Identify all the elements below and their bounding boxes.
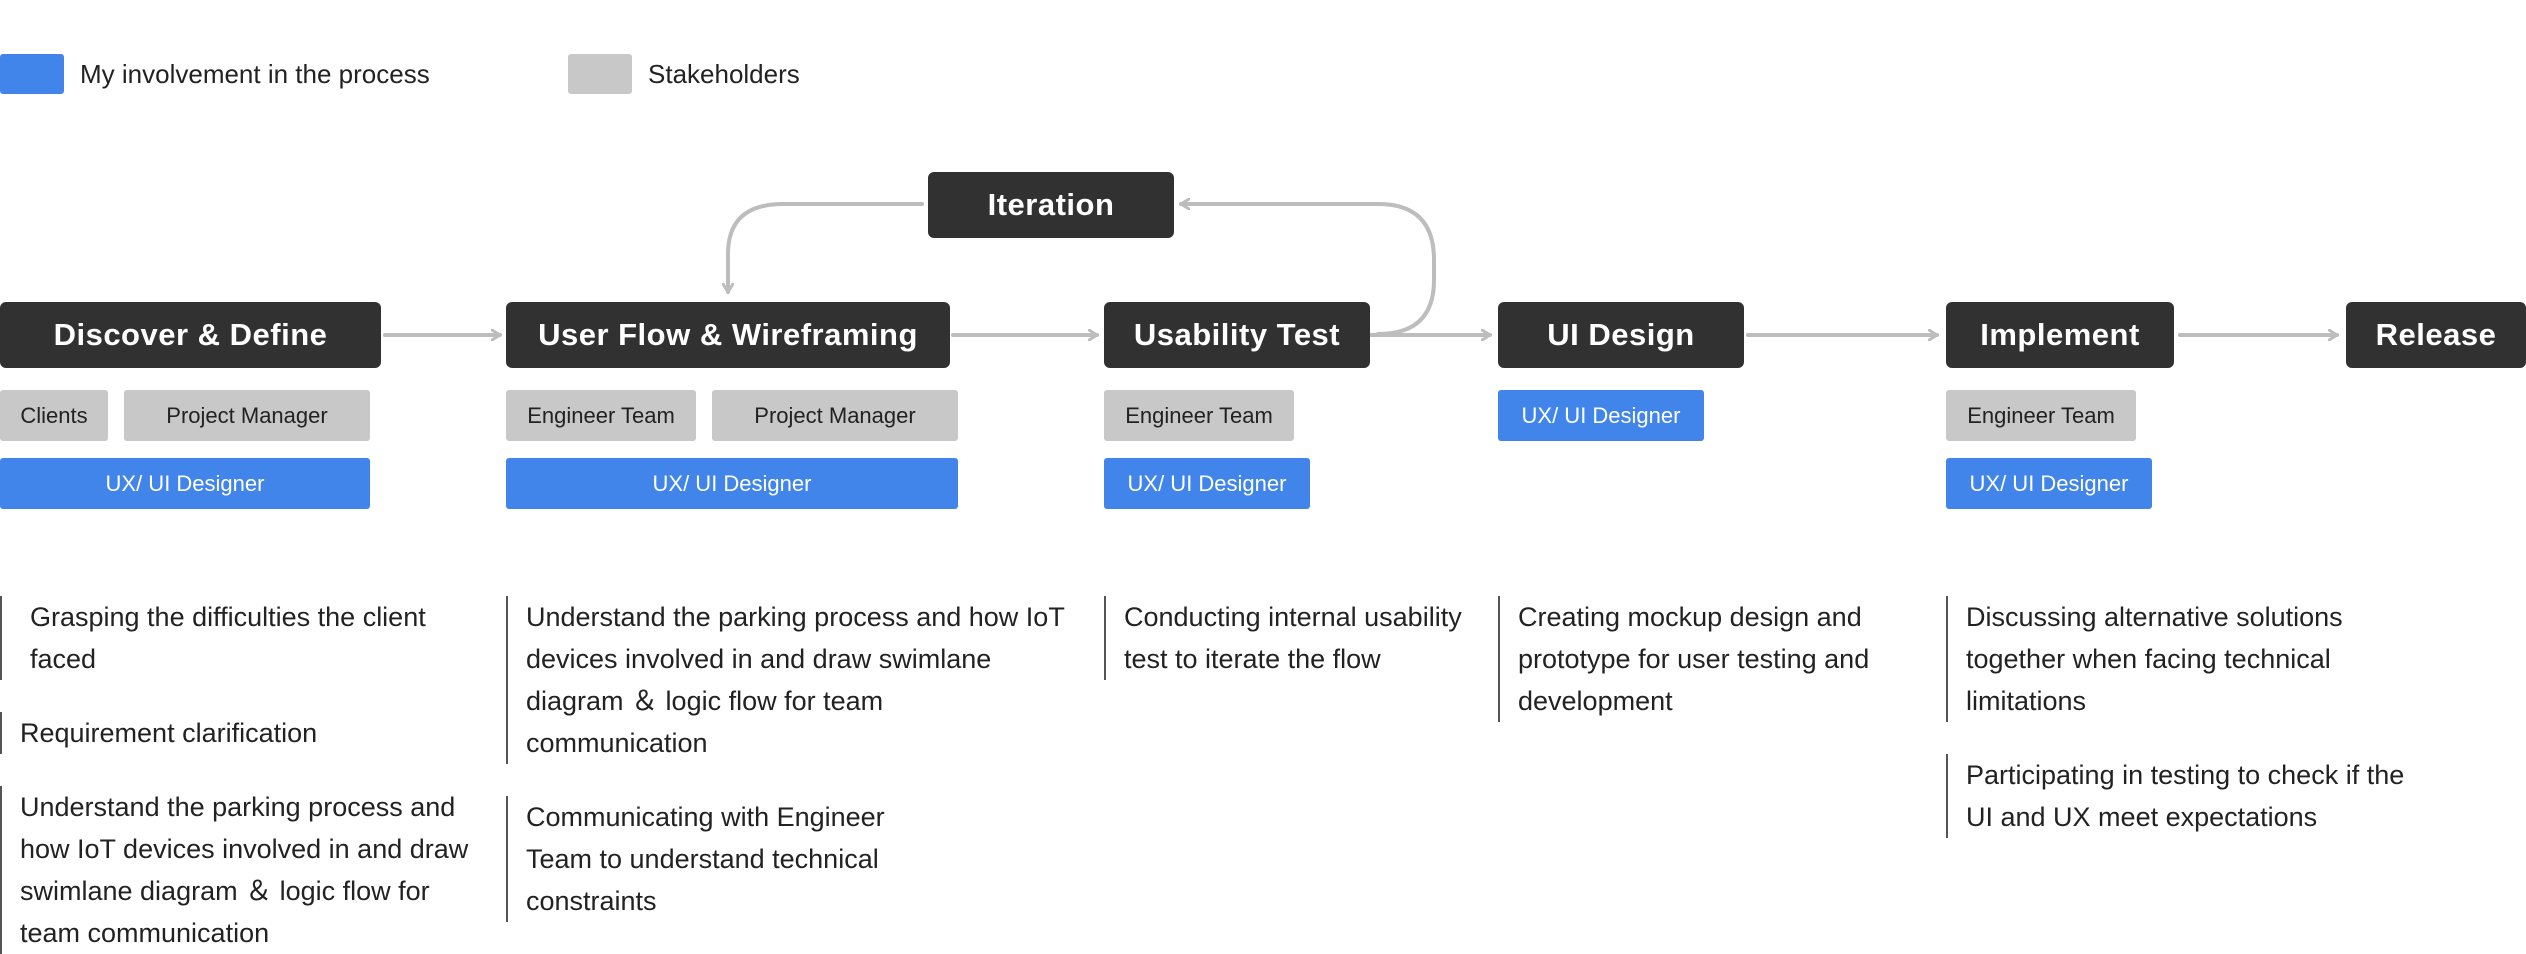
tag-involvement: UX/ UI Designer bbox=[1498, 390, 1704, 441]
stage-note: Communicating with Engineer Team to unde… bbox=[506, 796, 946, 922]
tag-involvement: UX/ UI Designer bbox=[1104, 458, 1310, 509]
stage-note: Understand the parking process and how I… bbox=[0, 786, 470, 954]
tag-stakeholder: Project Manager bbox=[712, 390, 958, 441]
stage-user-flow-wireframing: User Flow & Wireframing bbox=[506, 302, 950, 368]
stage-note: Understand the parking process and how I… bbox=[506, 596, 1066, 764]
arrow-iteration-to-userflow bbox=[728, 202, 924, 294]
stage-release: Release bbox=[2346, 302, 2526, 368]
tag-stakeholder: Clients bbox=[0, 390, 108, 441]
arrow-usability-to-iteration bbox=[1179, 204, 1436, 336]
legend-label-stakeholders: Stakeholders bbox=[648, 59, 800, 89]
tag-involvement: UX/ UI Designer bbox=[0, 458, 370, 509]
stage-note: Grasping the difficulties the client fac… bbox=[0, 596, 470, 680]
stage-ui-design: UI Design bbox=[1498, 302, 1744, 368]
iteration-box: Iteration bbox=[928, 172, 1174, 238]
tag-involvement: UX/ UI Designer bbox=[506, 458, 958, 509]
stage-implement: Implement bbox=[1946, 302, 2174, 368]
stage-usability-test: Usability Test bbox=[1104, 302, 1370, 368]
legend-swatch-stakeholders bbox=[568, 54, 632, 94]
tag-involvement: UX/ UI Designer bbox=[1946, 458, 2152, 509]
stage-discover-define: Discover & Define bbox=[0, 302, 381, 368]
stage-note: Participating in testing to check if the… bbox=[1946, 754, 2416, 838]
tag-stakeholder: Project Manager bbox=[124, 390, 370, 441]
tag-stakeholder: Engineer Team bbox=[506, 390, 696, 441]
tag-stakeholder: Engineer Team bbox=[1946, 390, 2136, 441]
stage-note: Creating mockup design and prototype for… bbox=[1498, 596, 1918, 722]
legend-label-involvement: My involvement in the process bbox=[80, 59, 430, 89]
tag-stakeholder: Engineer Team bbox=[1104, 390, 1294, 441]
stage-note: Requirement clarification bbox=[0, 712, 470, 754]
stage-note: Conducting internal usability test to it… bbox=[1104, 596, 1468, 680]
stage-note: Discussing alternative solutions togethe… bbox=[1946, 596, 2416, 722]
legend-swatch-involvement bbox=[0, 54, 64, 94]
